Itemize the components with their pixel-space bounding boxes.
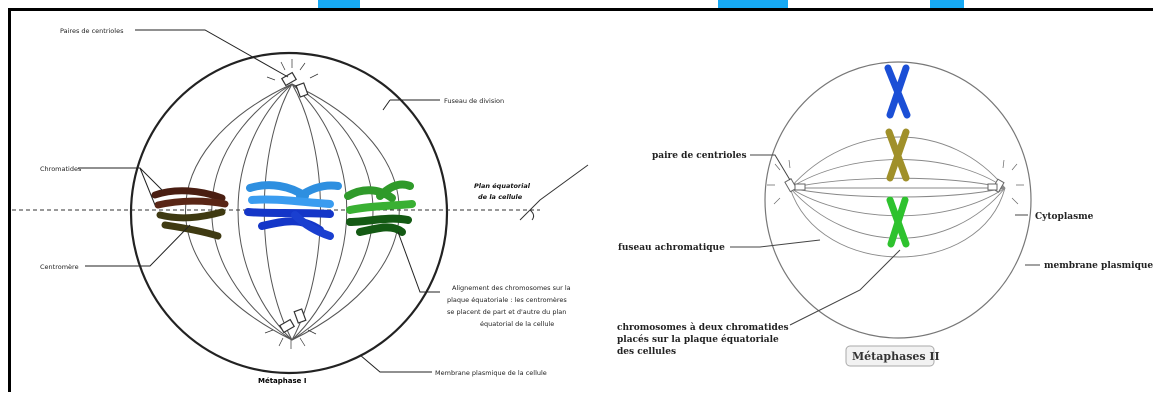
centriole-left-2	[767, 159, 806, 205]
watermark-fragment	[930, 0, 964, 8]
label-equatorial-plane-1: Plan équatorial	[474, 182, 531, 190]
centriole-top	[266, 59, 319, 98]
label-alignment-line-2: plaque équatoriale : les centromères	[447, 296, 567, 304]
title-box-metaphase-2	[845, 345, 935, 367]
label-chromosomes-line-3: des cellules	[617, 347, 676, 357]
frame-top-border	[8, 8, 1153, 11]
chromosome-pair-green	[344, 180, 416, 236]
chromosome-pair-brown	[151, 187, 229, 240]
title-metaphase-2: Métaphases II	[852, 350, 940, 363]
cell-membrane-outline	[129, 51, 449, 375]
label-chromosomes-line-2: placés sur la plaque équatoriale	[617, 334, 779, 345]
title-metaphase-1: Métaphase I	[258, 377, 306, 385]
leader-lines-metaphase-2	[730, 154, 1040, 326]
label-achromatic-spindle: fuseau achromatique	[618, 243, 725, 253]
label-centromere: Centromère	[40, 263, 79, 271]
cell-membrane-outline-2	[764, 61, 1032, 339]
label-centrioles-pair: Paires de centrioles	[60, 27, 124, 35]
label-alignment-line-3: se placent de part et d'autre du plan	[447, 308, 566, 316]
label-centrioles-pair-2: paire de centrioles	[652, 151, 747, 161]
label-membrane-2: membrane plasmique	[1044, 261, 1153, 271]
label-cytoplasm: Cytoplasme	[1035, 212, 1094, 222]
centriole-right-2	[987, 159, 1024, 205]
label-chromatids: Chromatides	[40, 165, 82, 173]
watermark-fragment	[318, 0, 360, 8]
label-chromosomes-line-1: chromosomes à deux chromatides	[617, 322, 789, 333]
label-alignment-line-4: équatorial de la cellule	[480, 320, 554, 328]
watermark-fragment	[718, 0, 788, 8]
label-spindle: Fuseau de division	[444, 97, 504, 105]
chromosome-green-2	[886, 196, 910, 248]
chromosome-blue-2	[884, 64, 911, 119]
plane-angle-arc	[529, 209, 535, 221]
chromosome-olive-2	[885, 128, 910, 182]
centriole-bottom	[264, 308, 317, 349]
label-membrane: Membrane plasmique de la cellule	[435, 369, 547, 377]
plane-indicator	[519, 164, 589, 221]
frame-left-border	[8, 10, 11, 392]
metaphase-2-cell	[764, 61, 1032, 339]
label-equatorial-plane-2: de la cellule	[478, 193, 523, 201]
leader-lines-metaphase-1	[78, 29, 440, 373]
label-alignment-line-1: Alignement des chromosomes sur la	[452, 284, 571, 292]
chromosome-pair-blue	[244, 181, 342, 240]
